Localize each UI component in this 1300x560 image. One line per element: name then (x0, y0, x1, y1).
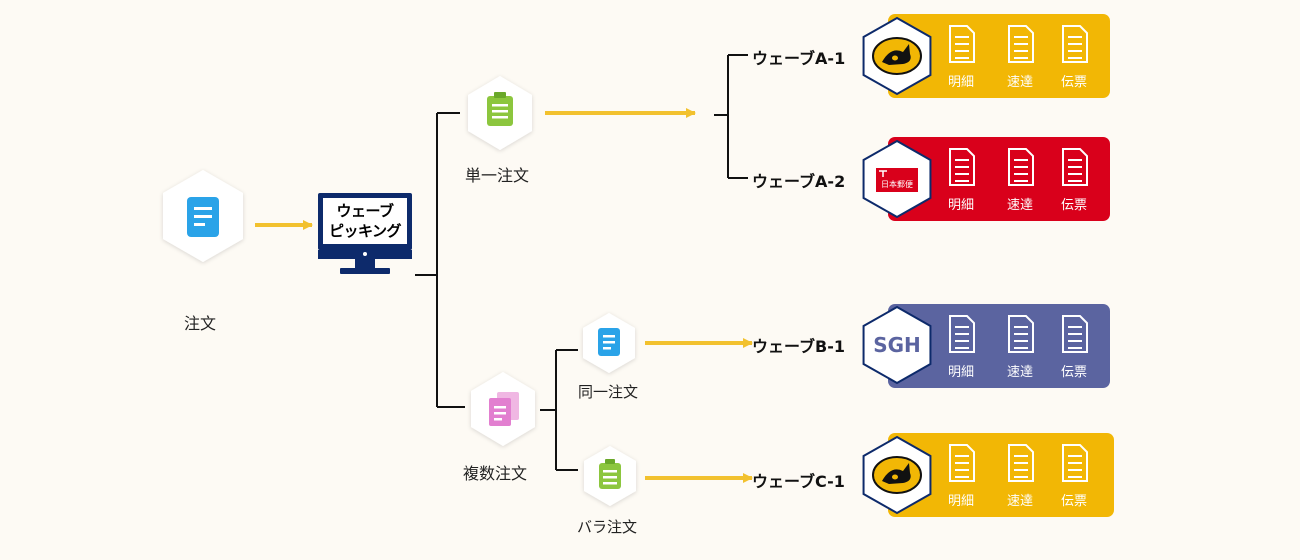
wave-c1-label: ウェーブC-1 (752, 472, 845, 491)
document-icon (1008, 148, 1034, 186)
document-icon (949, 444, 975, 482)
carrier-card-background (888, 433, 1114, 517)
document-label: 伝票 (1061, 494, 1088, 509)
svg-text:日本郵便: 日本郵便 (881, 179, 913, 189)
document-icon (949, 315, 975, 353)
document-label: 伝票 (1061, 75, 1088, 90)
carrier-card (862, 14, 1110, 98)
wave-b1-label: ウェーブB-1 (752, 337, 846, 356)
document-label: 速達 (1007, 198, 1034, 213)
document-icon (1008, 444, 1034, 482)
bulk-order-node (584, 446, 636, 506)
logo-hexagon (862, 305, 932, 385)
sgh-logo-icon: SGH (873, 333, 921, 357)
connector-lines (415, 54, 748, 471)
carrier-card (862, 433, 1114, 517)
carrier-card-background (888, 304, 1110, 388)
document-label: 明細 (948, 365, 975, 380)
wave-a1-label: ウェーブA-1 (752, 49, 846, 68)
system-label-line2: ピッキング (328, 222, 402, 240)
document-icon (1008, 25, 1034, 63)
carrier-card-background (888, 14, 1110, 98)
document-icon (949, 148, 975, 186)
document-icon (598, 328, 620, 356)
carrier-card-background (888, 137, 1110, 221)
single-order-label: 単一注文 (465, 166, 530, 185)
flow-arrows (255, 108, 753, 483)
black-cat-logo-icon (872, 456, 922, 494)
document-label: 速達 (1007, 365, 1034, 380)
bulk-order-label: バラ注文 (577, 518, 638, 536)
document-label: 速達 (1007, 75, 1034, 90)
carrier-card: SGH (862, 304, 1110, 388)
carrier-card: 日本郵便 (862, 137, 1110, 221)
document-label: 伝票 (1061, 365, 1088, 380)
document-icon (1062, 25, 1088, 63)
order-label: 注文 (184, 314, 217, 333)
document-label: 明細 (948, 494, 975, 509)
clipboard-icon (487, 92, 513, 126)
same-order-label: 同一注文 (578, 383, 639, 401)
monitor-screen-text: ウェーブ ピッキング (323, 198, 407, 244)
documents-icon (489, 392, 519, 426)
wave-a2-label: ウェーブA-2 (752, 172, 846, 191)
order-node (163, 170, 243, 262)
same-order-node (583, 313, 635, 373)
document-icon (1062, 148, 1088, 186)
document-icon (1062, 444, 1088, 482)
black-cat-logo-icon (872, 37, 922, 75)
clipboard-icon (599, 459, 621, 489)
single-order-node (468, 76, 532, 150)
document-icon (1008, 315, 1034, 353)
multiple-order-node (471, 372, 535, 446)
document-icon (1062, 315, 1088, 353)
document-label: 明細 (948, 75, 975, 90)
document-label: 伝票 (1061, 198, 1088, 213)
multiple-order-label: 複数注文 (463, 464, 528, 483)
system-label-line1: ウェーブ (336, 202, 394, 220)
document-icon (949, 25, 975, 63)
document-label: 速達 (1007, 494, 1034, 509)
document-icon (187, 197, 219, 237)
document-label: 明細 (948, 198, 975, 213)
svg-text:SGH: SGH (873, 333, 921, 357)
japan-post-logo-icon: 日本郵便 (876, 168, 918, 192)
